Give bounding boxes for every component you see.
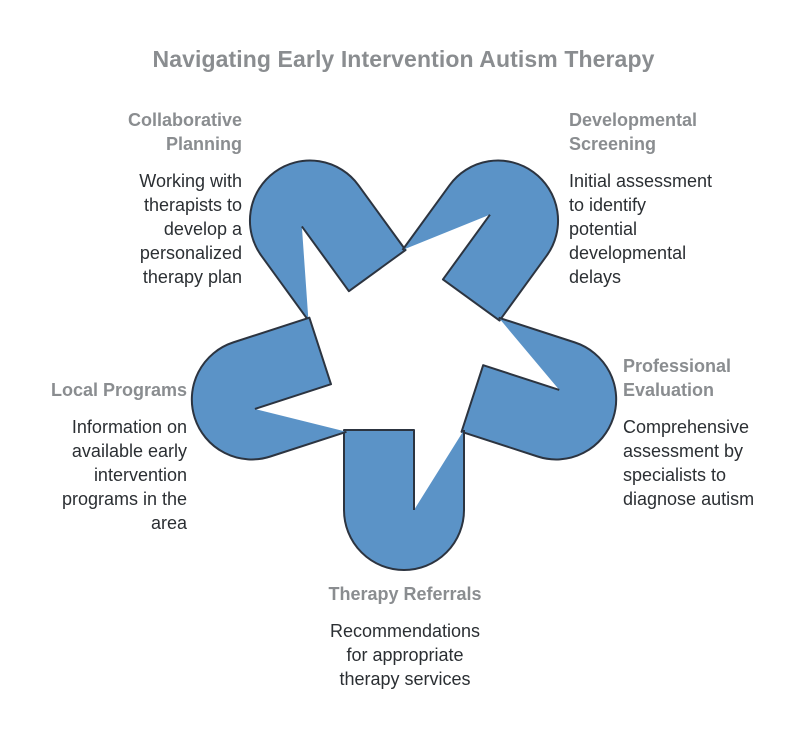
loop-collaborative-planning: [248, 159, 407, 322]
step-description: Initial assessment to identify potential…: [569, 171, 713, 287]
loop-band: [343, 429, 465, 571]
step-heading: Therapy Referrals: [328, 584, 482, 604]
diagram-title: Navigating Early Intervention Autism The…: [152, 46, 655, 72]
step-heading: Professional Evaluation: [623, 356, 732, 400]
step-heading: Developmental Screening: [569, 110, 698, 154]
step-local-programs: Local Programs Information on available …: [20, 378, 187, 535]
loop-band: [248, 159, 407, 322]
step-therapy-referrals: Therapy Referrals Recommendations for ap…: [290, 582, 520, 691]
loop-band: [401, 159, 560, 322]
loop-local-programs: [190, 316, 347, 461]
step-description: Recommendations for appropriate therapy …: [329, 621, 481, 689]
step-description: Comprehensive assessment by specialists …: [623, 417, 755, 509]
step-collaborative-planning: Collaborative Planning Working with ther…: [80, 108, 242, 289]
loop-band: [190, 316, 347, 461]
loop-band: [460, 316, 618, 461]
loop-therapy-referrals: [343, 429, 465, 571]
step-description: Information on available early intervent…: [61, 417, 187, 533]
step-professional-evaluation: Professional Evaluation Comprehensive as…: [623, 354, 793, 511]
step-heading: Collaborative Planning: [127, 110, 242, 154]
step-heading: Local Programs: [50, 380, 187, 400]
loop-developmental-screening: [401, 159, 560, 322]
step-description: Working with therapists to develop a per…: [139, 171, 242, 287]
step-developmental-screening: Developmental Screening Initial assessme…: [569, 108, 769, 289]
loop-professional-evaluation: [460, 316, 618, 461]
